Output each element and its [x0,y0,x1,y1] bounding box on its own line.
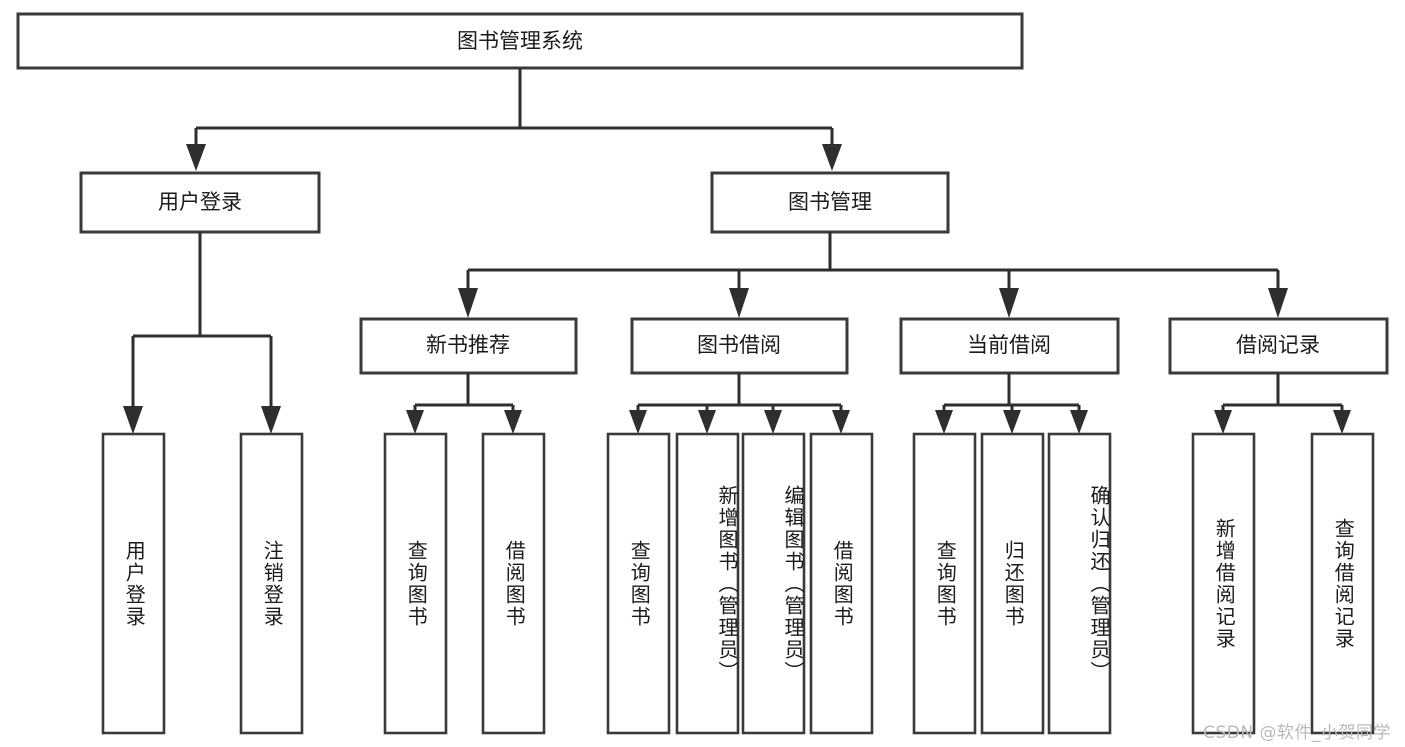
node-root-system-box [16,12,1024,70]
arrow-head-icon [504,410,522,434]
connector-book-borrow-to-leaves [629,373,850,434]
arrow-head-icon [406,410,424,434]
node-current-borrow[interactable]: 当前借阅 [899,317,1120,375]
leaf-boxes-group [101,432,1375,735]
node-current-borrow-box [899,317,1120,375]
leaf-query-book-3-box[interactable] [912,432,977,735]
node-borrow-record-label: 借阅记录 [1236,333,1320,357]
arrow-head-icon [1003,410,1021,434]
arrow-head-icon [629,410,647,434]
arrow-head-icon [458,288,478,318]
node-root-system[interactable]: 图书管理系统 [16,12,1024,70]
leaf-borrow-book-1-box[interactable] [481,432,546,735]
connector-new-book-recommend-to-leaves [406,373,522,434]
arrow-head-icon [822,144,842,171]
arrow-head-icon [999,288,1019,318]
arrow-head-icon [261,406,281,434]
node-root-system-label: 图书管理系统 [457,29,583,53]
leaf-query-book-1-box[interactable] [383,432,448,735]
node-current-borrow-label: 当前借阅 [967,333,1051,357]
node-borrow-record[interactable]: 借阅记录 [1168,317,1389,375]
arrow-head-icon [698,410,716,434]
arrow-head-icon [1214,410,1232,434]
arrow-head-icon [935,410,953,434]
leaf-user-login-box[interactable] [101,432,166,735]
connector-borrow-record-to-leaves [1214,373,1351,434]
connector-current-borrow-to-leaves [935,373,1088,434]
arrow-head-icon [1070,410,1088,434]
leaf-add-book-box[interactable] [675,432,740,735]
leaf-confirm-return-box[interactable] [1047,432,1112,735]
node-book-borrow[interactable]: 图书借阅 [630,317,849,375]
leaf-add-record-box[interactable] [1191,432,1256,735]
leaf-query-record-box[interactable] [1310,432,1375,735]
connector-book-manage-to-level3 [458,232,1288,318]
arrow-head-icon [764,410,782,434]
leaf-return-book-box[interactable] [980,432,1045,735]
node-new-book-recommend-box [359,317,578,375]
node-book-manage[interactable]: 图书管理 [710,171,950,234]
csdn-watermark: CSDN @软件_小贺同学 [1203,723,1391,743]
arrow-head-icon [123,406,143,434]
arrow-head-icon [832,410,850,434]
arrow-head-icon [1268,288,1288,318]
arrow-head-icon [729,288,749,318]
node-user-login-box [79,171,321,234]
connector-user-login-to-leaves [123,232,281,434]
connector-root-to-level2 [186,68,842,171]
leaf-query-book-2-box[interactable] [606,432,671,735]
node-book-borrow-label: 图书借阅 [697,333,781,357]
node-user-login[interactable]: 用户登录 [79,171,321,234]
node-book-manage-label: 图书管理 [788,190,872,214]
leaf-borrow-book-2-box[interactable] [809,432,874,735]
leaf-edit-book-box[interactable] [741,432,806,735]
arrow-head-icon [1333,410,1351,434]
node-new-book-recommend[interactable]: 新书推荐 [359,317,578,375]
node-user-login-label: 用户登录 [158,190,242,214]
leaf-user-logout-box[interactable] [239,432,304,735]
arrow-head-icon [186,144,206,171]
node-new-book-recommend-label: 新书推荐 [426,333,510,357]
